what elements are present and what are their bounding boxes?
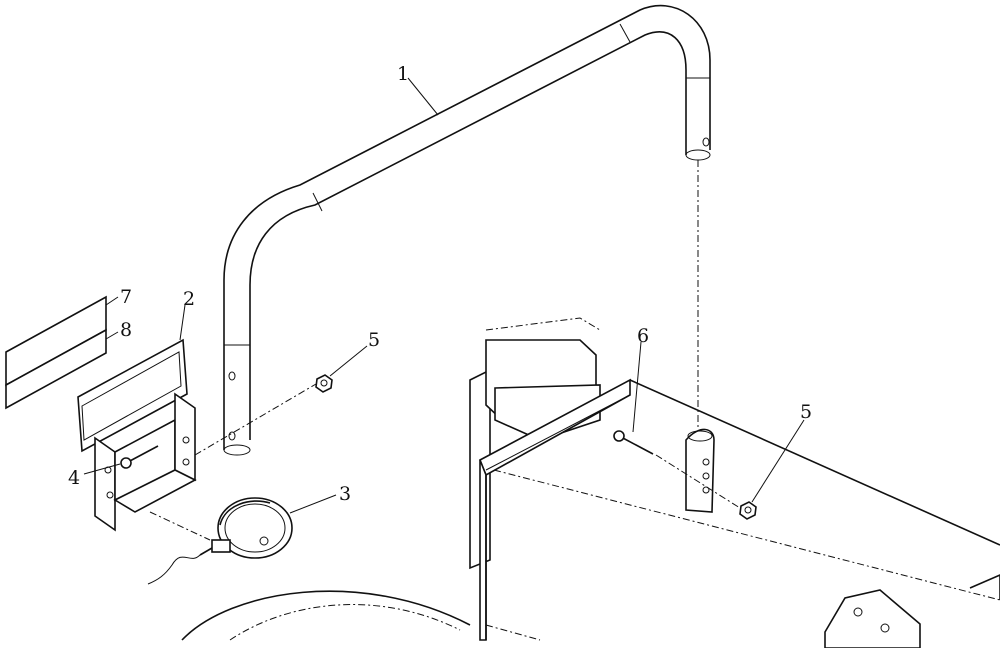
decal-8 bbox=[5, 328, 107, 410]
beacon-light bbox=[147, 497, 293, 585]
machine-frame bbox=[469, 317, 1000, 641]
wheel-arcs bbox=[181, 590, 471, 641]
leader-lines bbox=[83, 77, 805, 514]
bolt-4 bbox=[120, 445, 159, 469]
callout-5-right: 5 bbox=[800, 401, 812, 423]
callout-5-left: 5 bbox=[368, 329, 380, 351]
callout-6: 6 bbox=[637, 325, 649, 347]
callout-3: 3 bbox=[339, 483, 351, 505]
bolt-6 bbox=[613, 430, 654, 455]
callout-labels: 1 2 7 8 4 3 5 6 5 bbox=[68, 63, 812, 505]
callout-8: 8 bbox=[120, 319, 132, 341]
hitch-detail bbox=[824, 574, 1000, 648]
callout-1: 1 bbox=[397, 63, 409, 85]
nut-5-left bbox=[315, 374, 333, 393]
callout-7: 7 bbox=[120, 286, 132, 308]
reflector-plate bbox=[77, 338, 188, 453]
callout-4: 4 bbox=[68, 467, 80, 489]
callout-2: 2 bbox=[183, 288, 195, 310]
nut-5-right bbox=[739, 501, 757, 520]
tube-holder-channel bbox=[685, 428, 715, 513]
mounting-bracket bbox=[94, 392, 197, 532]
assembly-center-lines bbox=[149, 160, 741, 541]
handrail-tube bbox=[223, 4, 711, 456]
